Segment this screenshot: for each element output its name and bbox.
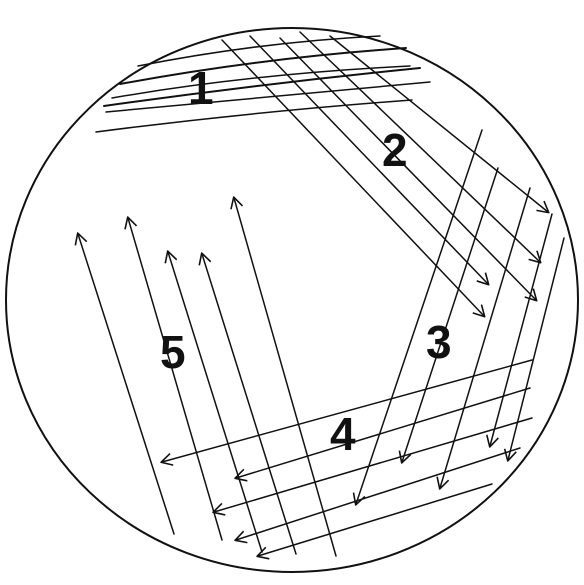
zone-3-label: 3 [426, 316, 452, 368]
zone-4-label: 4 [330, 408, 356, 460]
zone-1-label: 1 [188, 62, 214, 114]
zone-5-label: 5 [160, 326, 186, 378]
zone-2-label: 2 [382, 124, 408, 176]
